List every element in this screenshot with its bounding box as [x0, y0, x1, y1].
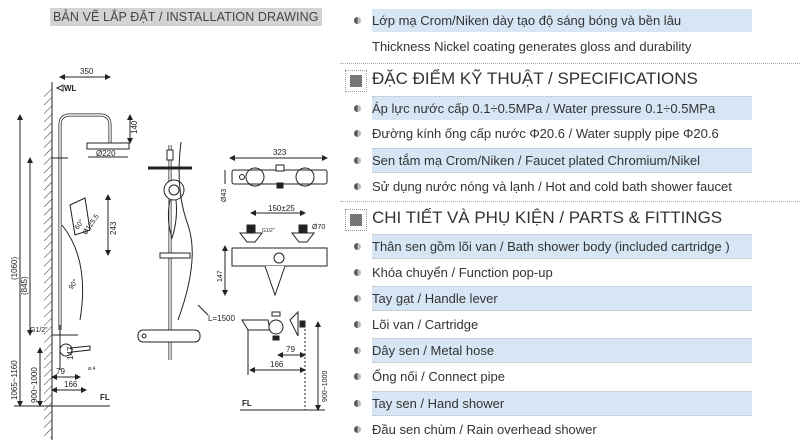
bullet-icon: [354, 400, 361, 407]
section-square-icon: [345, 209, 367, 231]
parts-section-header: CHI TIẾT VÀ PHỤ KIỆN / PARTS & FITTINGS: [340, 205, 800, 233]
intro-en-text: Thickness Nickel coating generates gloss…: [372, 39, 692, 54]
bar-height-label: (845): [20, 276, 29, 295]
offset-79-label: 79: [56, 367, 65, 376]
spec-item-text: Sử dụng nước nóng và lạnh / Hot and cold…: [372, 179, 732, 194]
side-reach-label: 166: [270, 360, 284, 369]
front-mixer: [222, 210, 328, 297]
part-item: Thân sen gồm lõi van / Bath shower body …: [354, 234, 752, 259]
installation-drawing-title: BẢN VẼ LẮP ĐẶT / INSTALLATION DRAWING: [50, 8, 322, 26]
section-square-icon: [345, 70, 367, 92]
wall-line-label: WL: [64, 84, 77, 93]
bullet-icon: [354, 130, 361, 137]
part-item: Khóa chuyển / Function pop-up: [354, 261, 752, 284]
specifications-section-header: ĐẶC ĐIỂM KỸ THUẬT / SPECIFICATIONS: [340, 66, 800, 94]
escutcheon-diameter-label: Ø70: [312, 224, 325, 231]
total-height-label: (1060): [10, 257, 19, 280]
hand-shower-length-label: 243: [109, 221, 118, 235]
installation-drawing: WL 350 140 Ø220 (1060) (845) 243 Ø125.5 …: [10, 67, 329, 440]
head-diameter-label: Ø220: [96, 149, 116, 158]
bullet-icon: [354, 373, 361, 380]
bullet-icon: [354, 105, 361, 112]
part-item-text: Khóa chuyển / Function pop-up: [372, 265, 553, 280]
part-item-text: Tay gạt / Handle lever: [372, 291, 498, 306]
mixer-install-height-label: 900~1000: [30, 367, 39, 403]
part-item: Đầu sen chùm / Rain overhead shower: [354, 418, 752, 441]
side-floor-line-label: FL: [242, 399, 252, 408]
side-mixer: [240, 310, 325, 411]
bullet-icon: [354, 17, 361, 24]
inlet-thread-label: G1/2": [30, 327, 48, 334]
wall-hatch: [44, 88, 52, 438]
parts-heading: CHI TIẾT VÀ PHỤ KIỆN / PARTS & FITTINGS: [372, 208, 723, 227]
part-item: Lõi van / Cartridge: [354, 313, 752, 336]
floor-line-label: FL: [100, 393, 110, 402]
spec-item-text: Sen tắm mạ Crom/Niken / Faucet plated Ch…: [372, 153, 701, 168]
inlet-spacing-label: 150±25: [268, 204, 295, 213]
bullet-icon: [354, 295, 361, 302]
spec-item-text: Đường kính ống cấp nước Φ20.6 / Water su…: [372, 126, 719, 141]
spec-item: Sử dụng nước nóng và lạnh / Hot and cold…: [354, 175, 752, 198]
bullet-icon: [354, 269, 361, 276]
side-offset-79-label: 79: [286, 345, 295, 354]
divider: [340, 63, 800, 64]
misc-small-label: ø.4: [88, 366, 95, 372]
intro-vi-text: Lớp mạ Crom/Niken dày tạo độ sáng bóng v…: [372, 13, 682, 28]
side-install-height-label: 900~1000: [322, 371, 329, 402]
arm-length-label: 350: [80, 67, 94, 76]
divider: [340, 201, 800, 202]
bullet-icon: [354, 426, 361, 433]
part-item: Tay sen / Hand shower: [354, 391, 752, 416]
spec-item: Sen tắm mạ Crom/Niken / Faucet plated Ch…: [354, 148, 752, 173]
inlet-thread-2-label: G1/2": [262, 228, 275, 234]
part-item: Dây sen / Metal hose: [354, 338, 752, 363]
bullet-icon: [354, 157, 361, 164]
bullet-icon: [354, 347, 361, 354]
part-item-text: Lõi van / Cartridge: [372, 317, 479, 332]
front-view: [137, 141, 209, 360]
spout-reach-label: 166: [64, 380, 78, 389]
intro-vi-row: Lớp mạ Crom/Niken dày tạo độ sáng bóng v…: [354, 9, 752, 32]
features-panel: Lớp mạ Crom/Niken dày tạo độ sáng bóng v…: [340, 0, 800, 443]
spec-item: Đường kính ống cấp nước Φ20.6 / Water su…: [354, 122, 752, 145]
spec-item: Áp lực nước cấp 0.1÷0.5MPa / Water press…: [354, 96, 752, 120]
part-item-text: Tay sen / Hand shower: [372, 396, 505, 411]
mixer-height-range-label: 1065~1160: [10, 360, 19, 400]
side-view: [14, 74, 133, 440]
mixer-diameter-label: Ø43: [221, 189, 228, 202]
mixer-width-label: 323: [273, 148, 287, 157]
part-item-text: Đầu sen chùm / Rain overhead shower: [372, 422, 597, 437]
part-item-text: Dây sen / Metal hose: [372, 343, 495, 358]
spec-item-text: Áp lực nước cấp 0.1÷0.5MPa / Water press…: [372, 101, 716, 116]
part-item: Ống nối / Connect pipe: [354, 365, 752, 388]
part-item-text: Thân sen gồm lõi van / Bath shower body …: [372, 239, 730, 254]
intro-en-row: Thickness Nickel coating generates gloss…: [372, 35, 752, 58]
bar-connector-height-label: 147: [66, 346, 75, 360]
bullet-icon: [354, 183, 361, 190]
specifications-heading: ĐẶC ĐIỂM KỸ THUẬT / SPECIFICATIONS: [372, 69, 698, 88]
swivel-angle-label: 90°: [67, 278, 80, 291]
hose-length-label: L=1500: [208, 314, 235, 323]
part-item-text: Ống nối / Connect pipe: [372, 369, 505, 384]
bullet-icon: [354, 243, 361, 250]
head-height-label: 140: [130, 120, 139, 134]
mixer-height-label: 147: [217, 270, 224, 282]
part-item: Tay gạt / Handle lever: [354, 286, 752, 311]
top-view-mixer: [224, 155, 328, 189]
bullet-icon: [354, 321, 361, 328]
